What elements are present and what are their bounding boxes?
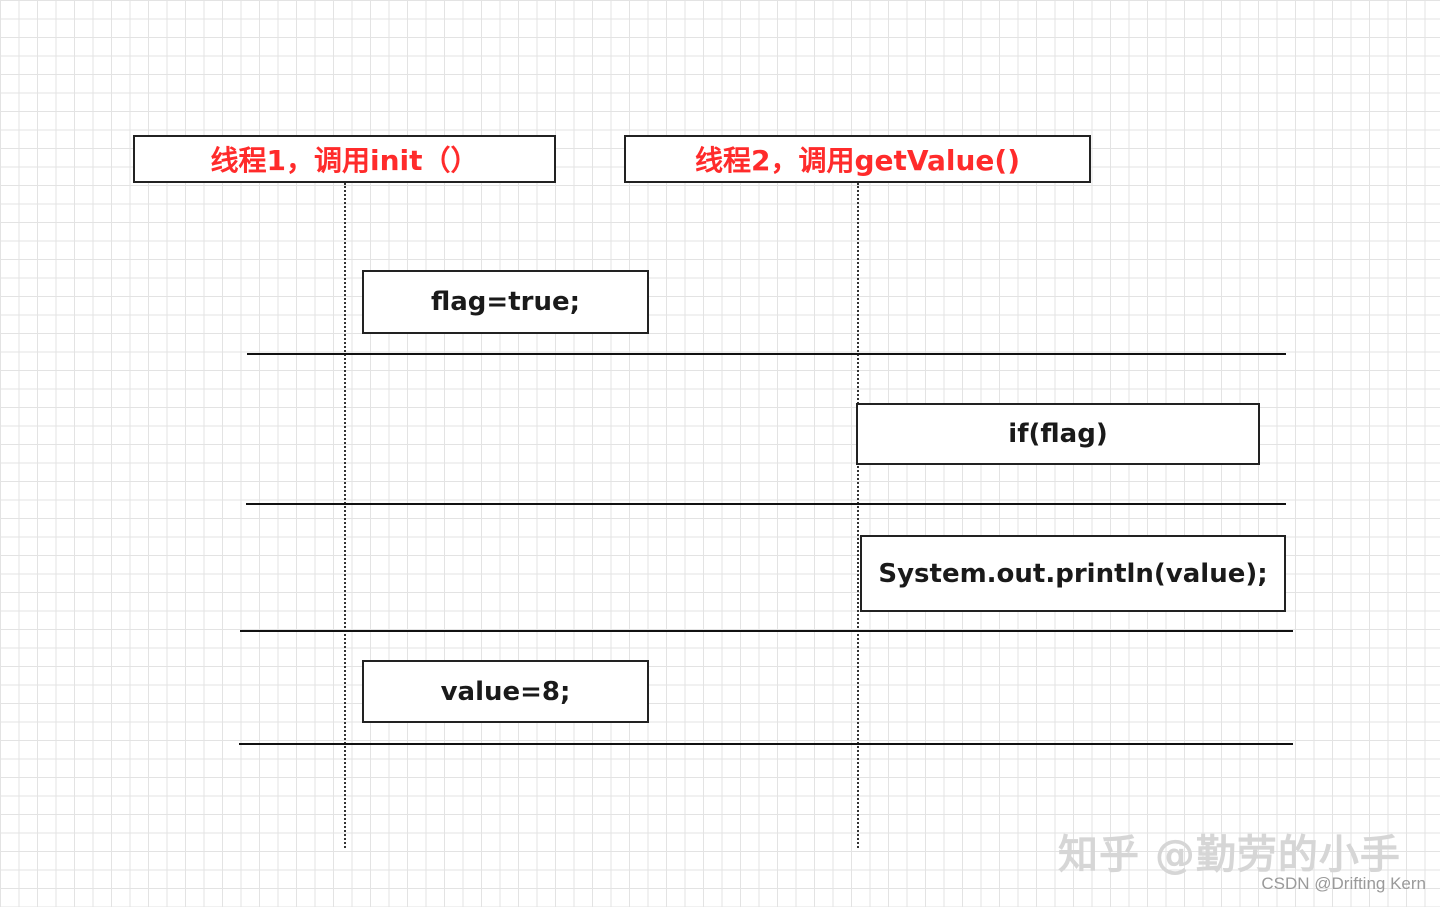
thread1-header: 线程1，调用init（） — [133, 135, 556, 183]
thread1-lifeline — [344, 183, 346, 848]
csdn-credit: CSDN @Drifting Kern — [1261, 874, 1426, 893]
step-flag-assign: flag=true; — [362, 270, 649, 334]
time-separator-2 — [246, 503, 1286, 505]
thread2-lifeline — [857, 183, 859, 848]
time-separator-3 — [240, 630, 1293, 632]
thread2-header: 线程2，调用getValue() — [624, 135, 1091, 183]
step-if-flag: if(flag) — [856, 403, 1260, 465]
zhihu-watermark: 知乎 @勤劳的小手 — [1058, 832, 1401, 878]
step-value-assign: value=8; — [362, 660, 649, 723]
step-print-value: System.out.println(value); — [860, 535, 1286, 612]
time-separator-1 — [247, 353, 1286, 355]
time-separator-4 — [239, 743, 1293, 745]
